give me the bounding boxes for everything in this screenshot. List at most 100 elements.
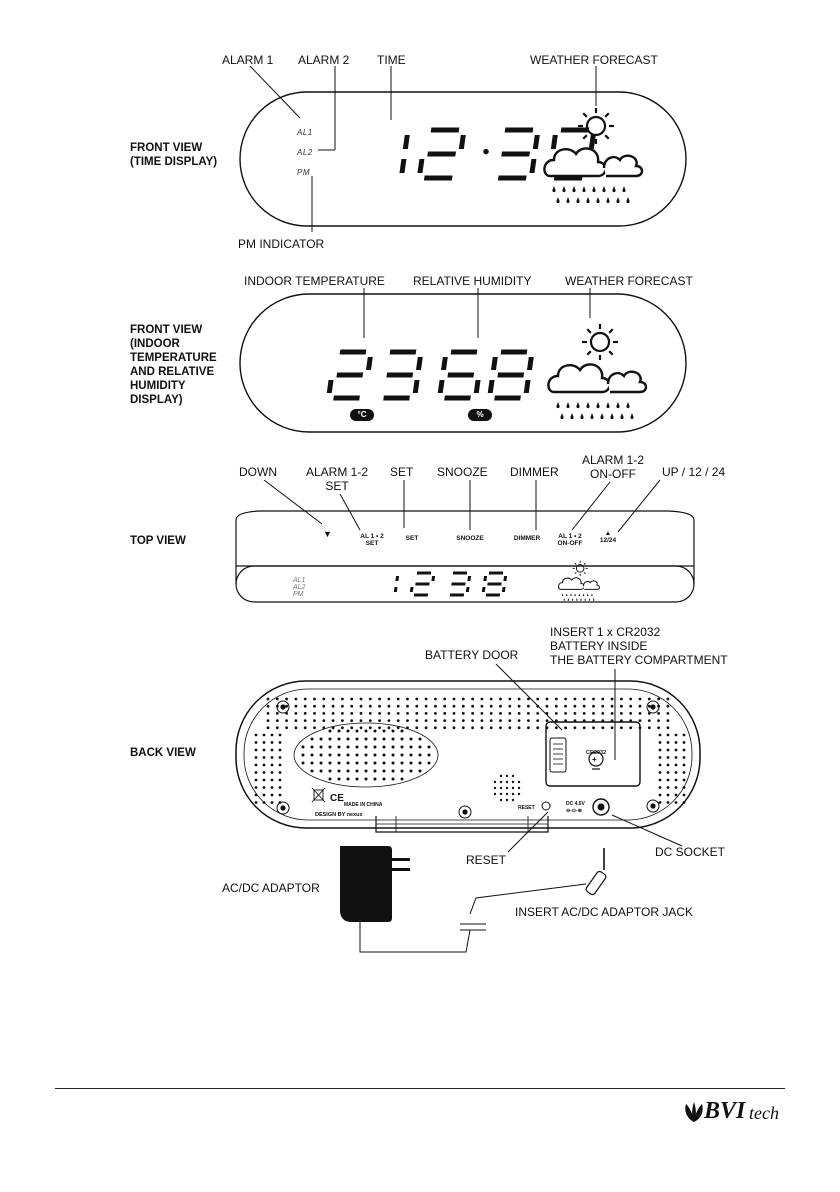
callout-insert-adaptor-jack: INSERT AC/DC ADAPTOR JACK bbox=[515, 905, 694, 919]
top-indicator-pm: PM bbox=[293, 591, 304, 598]
top-view-label: TOP VIEW bbox=[130, 535, 186, 547]
callout-battery-door: BATTERY DOOR bbox=[425, 648, 519, 662]
leader-alarm-set bbox=[339, 493, 361, 531]
brand-bold: BVI bbox=[704, 1098, 746, 1124]
cloud-icon bbox=[543, 147, 644, 178]
weather-icon bbox=[543, 108, 644, 204]
button-up[interactable]: ▲ 12/24 bbox=[599, 530, 617, 544]
screw-icon bbox=[646, 799, 660, 813]
adaptor-cable-2 bbox=[469, 883, 587, 915]
leader-alarm-onoff bbox=[571, 481, 611, 531]
adaptor-cable bbox=[359, 922, 471, 953]
button-alarm-onoff[interactable]: AL 1 • 2 ON-OFF bbox=[557, 533, 583, 547]
callout-up-12-24: UP / 12 / 24 bbox=[662, 465, 726, 479]
time-digit bbox=[497, 127, 540, 181]
colon-dot bbox=[483, 148, 489, 155]
battery-type-marking: CR2032 bbox=[586, 750, 607, 756]
design-by-marking: DESIGN BY nexus bbox=[315, 812, 363, 818]
rain-icon bbox=[556, 402, 634, 420]
reset-marking: RESET bbox=[518, 805, 535, 811]
sun-icon bbox=[572, 560, 588, 576]
speaker-oval bbox=[293, 722, 439, 788]
brand-light: tech bbox=[749, 1103, 779, 1123]
button-dimmer[interactable]: DIMMER bbox=[513, 535, 541, 542]
indicator-al2: AL2 bbox=[297, 148, 313, 157]
callout-down: DOWN bbox=[239, 465, 277, 479]
speaker-grille bbox=[254, 697, 686, 804]
leader-up bbox=[617, 479, 661, 533]
reset-button bbox=[541, 801, 551, 811]
callout-dimmer: DIMMER bbox=[510, 465, 559, 479]
callout-alarm2: ALARM 2 bbox=[298, 53, 350, 67]
callout-ac-dc-adaptor: AC/DC ADAPTOR bbox=[222, 881, 320, 895]
callout-time: TIME bbox=[377, 53, 406, 67]
temperature-unit-badge: °C bbox=[350, 409, 374, 421]
rain-icon bbox=[561, 593, 595, 601]
temperature-digit bbox=[326, 349, 373, 401]
screw-icon bbox=[276, 801, 290, 815]
humidity-digit bbox=[437, 349, 481, 401]
weather-icon-2 bbox=[547, 324, 648, 420]
battery-door-latch bbox=[549, 737, 567, 773]
screw-icon bbox=[458, 805, 472, 819]
front-view-time-label: FRONT VIEW (TIME DISPLAY) bbox=[130, 142, 218, 168]
cloud-icon bbox=[547, 363, 648, 394]
display-housing-temp bbox=[239, 293, 687, 433]
battery-door bbox=[545, 721, 641, 787]
plus-icon: + bbox=[592, 755, 597, 764]
humidity-digit bbox=[487, 349, 534, 401]
leader-reset bbox=[507, 811, 549, 853]
adaptor-body bbox=[340, 846, 392, 922]
button-set[interactable]: SET bbox=[405, 535, 419, 542]
top-indicator-al1: AL1 bbox=[292, 577, 306, 584]
bvitech-logo: BVI tech bbox=[682, 1096, 794, 1132]
back-housing-inner bbox=[243, 688, 693, 821]
ce-mark-icon: CE bbox=[330, 793, 344, 804]
adaptor-prong bbox=[392, 868, 410, 871]
top-time-digit bbox=[393, 576, 400, 592]
indicator-al1: AL1 bbox=[297, 128, 313, 137]
callout-weather-forecast-2: WEATHER FORECAST bbox=[565, 274, 693, 288]
top-housing bbox=[235, 510, 695, 567]
callout-reset: RESET bbox=[466, 853, 507, 867]
temperature-digit bbox=[383, 349, 423, 401]
time-digit bbox=[417, 127, 466, 181]
back-view-label: BACK VIEW bbox=[130, 747, 196, 759]
time-digit bbox=[399, 135, 410, 173]
callout-insert-battery: INSERT 1 x CR2032 BATTERY INSIDE THE BAT… bbox=[550, 625, 728, 667]
leaf-icon bbox=[685, 1102, 703, 1122]
footer-rule bbox=[55, 1088, 785, 1089]
dc-socket bbox=[592, 798, 610, 816]
screw-icon bbox=[646, 700, 660, 714]
front-view-temp-label: FRONT VIEW (INDOOR TEMPERATURE AND RELAT… bbox=[130, 324, 217, 406]
callout-alarm-onoff: ALARM 1-2 ON-OFF bbox=[581, 453, 645, 481]
button-alarm-set[interactable]: AL 1 • 2 SET bbox=[360, 533, 384, 547]
callout-relative-humidity: RELATIVE HUMIDITY bbox=[413, 274, 532, 288]
made-in-marking: MADE IN CHINA bbox=[344, 802, 383, 808]
button-snooze[interactable]: SNOOZE bbox=[456, 535, 484, 542]
top-time-digit bbox=[409, 571, 436, 597]
callout-snooze: SNOOZE bbox=[437, 465, 488, 479]
battery-coin-icon bbox=[588, 751, 604, 767]
back-housing bbox=[235, 680, 701, 829]
adaptor-prong bbox=[392, 858, 410, 861]
leader-down bbox=[263, 479, 323, 525]
indicator-pm: PM bbox=[297, 168, 310, 177]
callout-weather-forecast: WEATHER FORECAST bbox=[530, 53, 658, 67]
callout-alarm-set: ALARM 1-2 SET bbox=[305, 465, 369, 493]
sun-icon bbox=[578, 108, 614, 144]
callout-pm-indicator: PM INDICATOR bbox=[238, 237, 325, 251]
dc-rating-marking: DC 4.5V ⊖-⊙-⊕ bbox=[566, 801, 585, 814]
adaptor-jack bbox=[585, 870, 607, 896]
callout-set: SET bbox=[390, 465, 414, 479]
callout-dc-socket: DC SOCKET bbox=[655, 845, 726, 859]
rain-icon bbox=[552, 186, 630, 204]
top-weather-icon bbox=[558, 560, 600, 601]
display-housing-time bbox=[239, 91, 687, 227]
button-down[interactable]: ▼ bbox=[323, 529, 332, 539]
weee-bin-icon bbox=[313, 789, 324, 801]
screw-icon bbox=[276, 700, 290, 714]
cloud-icon bbox=[558, 577, 600, 590]
callout-alarm1: ALARM 1 bbox=[222, 53, 274, 67]
